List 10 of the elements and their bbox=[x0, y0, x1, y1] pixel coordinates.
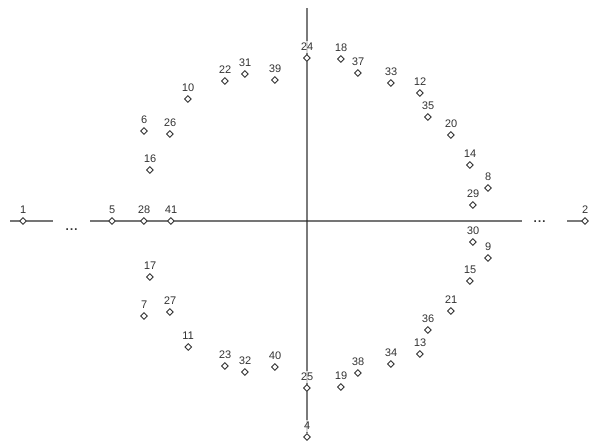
point-number: 6 bbox=[140, 114, 148, 126]
point-number: 5 bbox=[108, 204, 116, 216]
point-number: 4 bbox=[304, 420, 310, 432]
ellipsis-text: ... bbox=[66, 220, 78, 232]
point-number: 2 bbox=[582, 204, 588, 216]
point-number: 9 bbox=[484, 241, 492, 253]
point-number: 7 bbox=[140, 299, 148, 311]
point-number: 8 bbox=[484, 171, 492, 183]
point-number: 1 bbox=[20, 204, 26, 216]
ellipsis-text: ... bbox=[534, 212, 546, 224]
